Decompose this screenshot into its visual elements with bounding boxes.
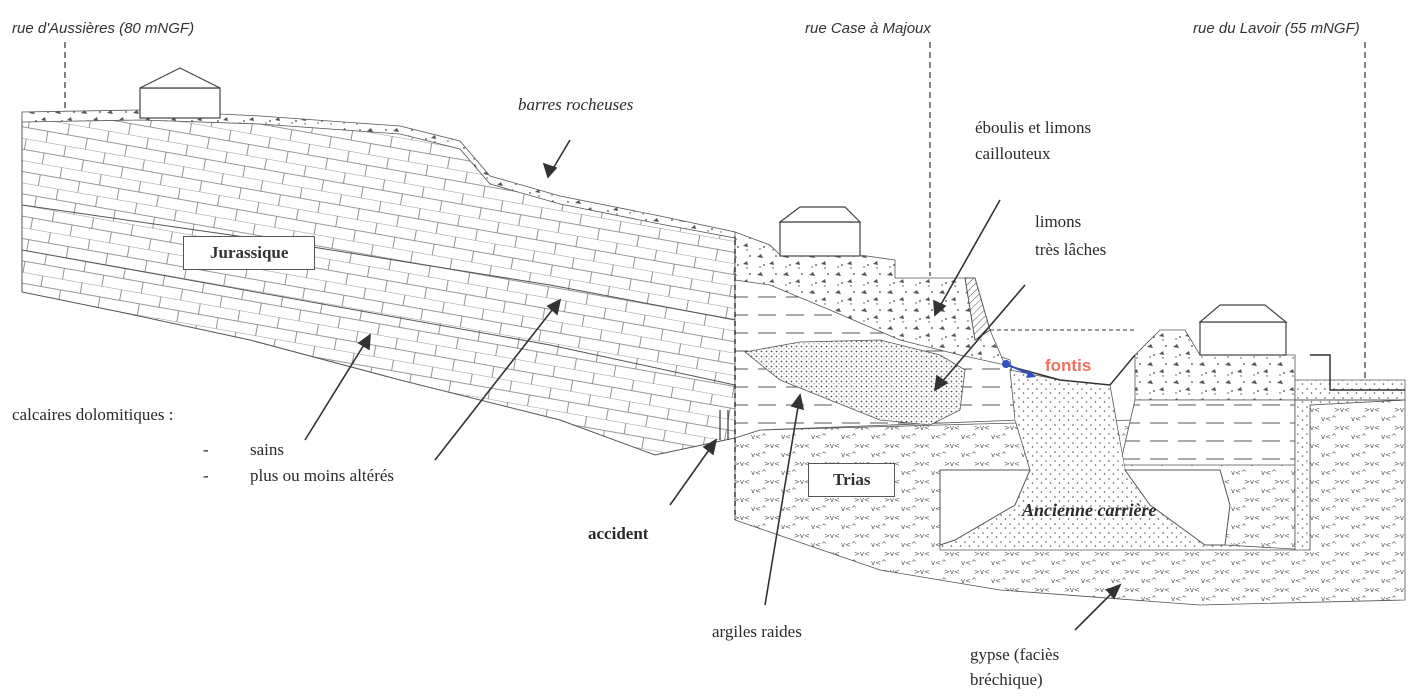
label-barres-rocheuses: barres rocheuses [518, 95, 633, 115]
label-calcaires: calcaires dolomitiques : [12, 405, 173, 425]
house-left-icon [140, 68, 220, 118]
label-sains: sains [250, 440, 284, 460]
label-ancienne-carriere: Ancienne carrière [1022, 500, 1157, 521]
label-alteres-dash: - [203, 466, 209, 486]
label-limons-2: très lâches [1035, 240, 1106, 260]
road-label-case-majoux: rue Case à Majoux [805, 20, 931, 37]
label-alteres: plus ou moins altérés [250, 466, 394, 486]
road-label-aussieres: rue d'Aussières (80 mNGF) [12, 20, 194, 37]
label-jurassique: Jurassique [183, 236, 315, 270]
house-middle-icon [780, 207, 860, 256]
road-label-lavoir: rue du Lavoir (55 mNGF) [1193, 20, 1360, 37]
label-limons-1: limons [1035, 212, 1081, 232]
label-fontis: fontis [1045, 356, 1091, 376]
label-argiles: argiles raides [712, 622, 802, 642]
label-eboulis-1: éboulis et limons [975, 118, 1091, 138]
label-gypse-1: gypse (faciès [970, 645, 1059, 665]
jurassic-limestone [22, 114, 735, 455]
label-accident: accident [588, 524, 648, 544]
label-trias: Trias [808, 463, 895, 497]
label-eboulis-2: caillouteux [975, 144, 1051, 164]
house-right-icon [1200, 305, 1286, 355]
label-gypse-2: bréchique) [970, 670, 1043, 690]
label-sains-dash: - [203, 440, 209, 460]
